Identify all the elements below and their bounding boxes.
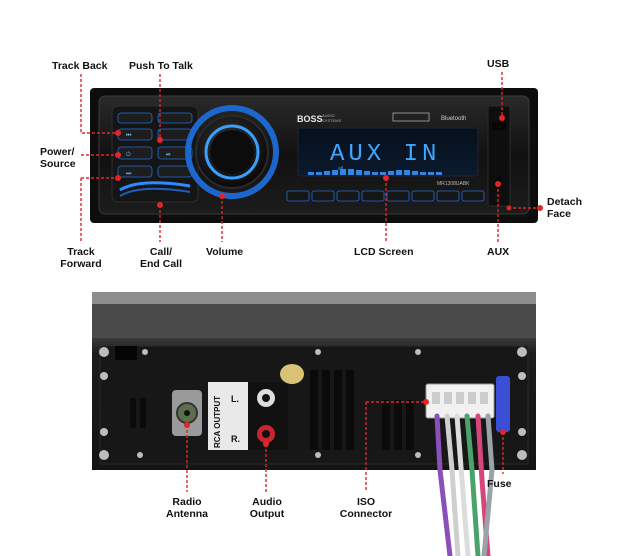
sticker — [280, 364, 304, 384]
svg-text:⏭: ⏭ — [126, 171, 132, 177]
fuse — [496, 376, 510, 432]
lcd-display: AUX IN all — [297, 127, 479, 177]
label-call-line1: Call/ — [149, 246, 173, 258]
volume-knob — [185, 105, 279, 199]
left-button-cluster: ⏮ ⏻ ⏭ ⏯ — [111, 105, 199, 203]
back-unit: RCA OUTPUT L. R. — [92, 292, 536, 556]
preset-buttons — [286, 190, 485, 202]
rca-output-text: RCA OUTPUT — [213, 396, 222, 448]
label-lcd-screen: LCD Screen — [354, 246, 414, 258]
label-aux: AUX — [487, 246, 510, 258]
iso-connector — [425, 383, 495, 419]
svg-text:SYSTEMS: SYSTEMS — [322, 118, 341, 123]
svg-text:⏻: ⏻ — [126, 151, 131, 158]
front-unit: ⏮ ⏻ ⏭ ⏯ BOSS AUDIO SYSTEMS Bluetooth AUX… — [90, 88, 538, 223]
label-usb: USB — [487, 58, 510, 70]
label-iso-connector: ISO Connector — [334, 496, 398, 520]
label-push-to-talk: Push To Talk — [129, 60, 193, 72]
lcd-text: AUX IN — [330, 141, 440, 168]
brand-sub: AUDIO — [322, 113, 335, 118]
label-track-forward-line1: Track — [67, 246, 95, 258]
label-detach-face-line1: Detach — [547, 196, 583, 208]
callout-dots — [115, 115, 543, 447]
label-track-forward-line2: Forward — [60, 258, 102, 270]
label-detach-face-line2: Face — [547, 208, 571, 220]
usb-port — [492, 122, 506, 130]
label-detach-face: Detach Face — [547, 196, 582, 220]
detach-button — [506, 205, 512, 211]
antenna-connector — [172, 390, 202, 436]
label-power-source-line2: Source — [40, 158, 76, 170]
screws — [99, 347, 527, 460]
label-radio-antenna-line1: Radio — [172, 496, 202, 508]
label-audio-output-line1: Audio — [252, 496, 282, 508]
rca-r: R. — [231, 434, 240, 444]
label-track-back: Track Back — [52, 60, 108, 72]
label-volume: Volume — [206, 246, 244, 258]
brand-logo: BOSS — [297, 114, 323, 124]
rca-l: L. — [231, 394, 239, 404]
wires — [434, 413, 495, 556]
model-number: MR1308UABK — [437, 181, 470, 187]
label-iso-connector-line2: Connector — [339, 508, 393, 520]
label-radio-antenna-line2: Antenna — [166, 508, 208, 520]
label-fuse: Fuse — [487, 478, 512, 490]
svg-text:⏮: ⏮ — [126, 133, 132, 139]
label-iso-connector-line1: ISO — [356, 496, 376, 508]
label-power-source-line1: Power/ — [40, 146, 75, 158]
label-radio-antenna: Radio Antenna — [160, 496, 214, 520]
label-power-source: Power/ Source — [40, 146, 76, 170]
label-call-line2: End Call — [139, 258, 182, 270]
label-audio-output: Audio Output — [242, 496, 292, 520]
callout-lines — [80, 72, 540, 492]
svg-text:⏯: ⏯ — [166, 152, 171, 158]
bluetooth-badge: Bluetooth — [441, 116, 466, 122]
rca-jacks — [248, 382, 288, 450]
label-call-end-call: Call/ End Call — [138, 246, 184, 270]
label-track-forward: Track Forward — [58, 246, 104, 270]
label-audio-output-line2: Output — [249, 508, 285, 520]
